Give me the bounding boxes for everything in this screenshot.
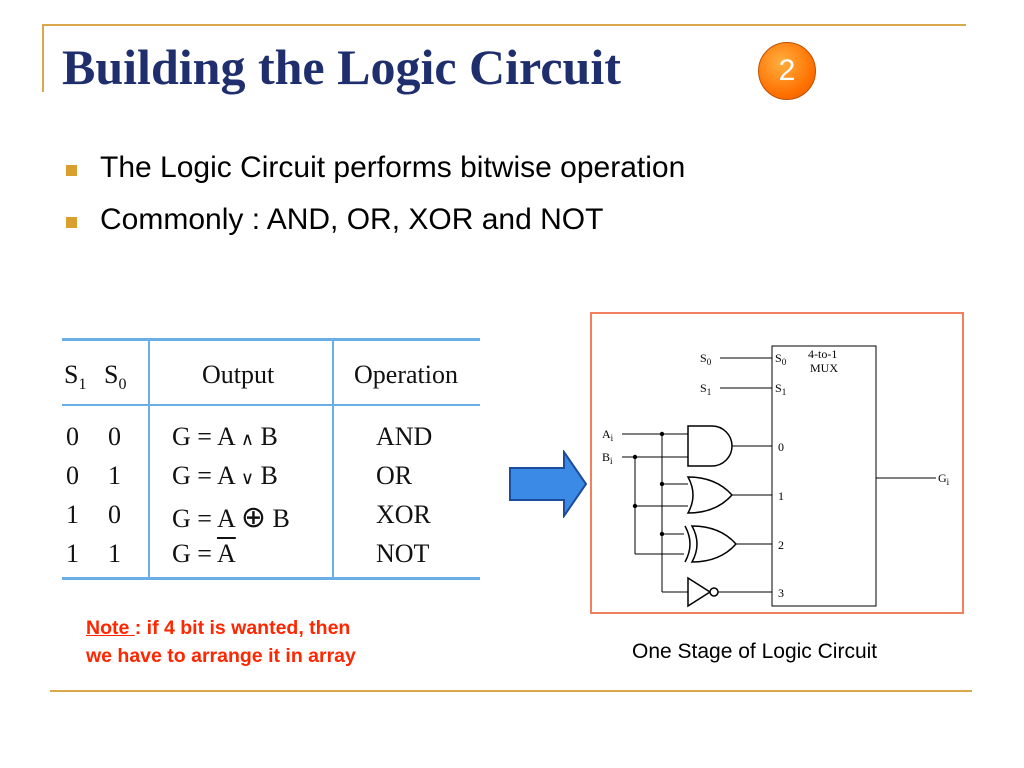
label-gi: Gi <box>938 471 950 487</box>
diagram-caption: One Stage of Logic Circuit <box>632 640 878 663</box>
table-header-rule <box>62 404 480 406</box>
note-label: Note <box>86 617 135 639</box>
slide-number-badge: 2 <box>758 42 816 100</box>
cell-s1: 1 <box>66 500 79 529</box>
label-in0: 0 <box>778 440 784 454</box>
header-s0: S0 <box>104 360 127 394</box>
header-output: Output <box>202 360 275 389</box>
table-bottom-rule <box>62 577 480 580</box>
cell-s1: 1 <box>66 539 79 568</box>
bottom-rule <box>50 690 972 692</box>
xor-gate-icon <box>690 525 738 563</box>
logic-circuit-diagram: S0 S1 S0 S1 4-to-1 MUX Ai Bi 0 1 2 3 Gi <box>590 312 964 614</box>
label-mux-s1: S1 <box>775 381 786 397</box>
bullet-item: The Logic Circuit performs bitwise opera… <box>62 148 685 200</box>
cell-output: G = A ∧ B <box>172 422 278 451</box>
square-bullet-icon <box>66 165 77 176</box>
label-bi: Bi <box>602 450 613 466</box>
note-text: Note : if 4 bit is wanted, then we have … <box>86 614 356 670</box>
note-line1: : if 4 bit is wanted, then <box>134 617 351 639</box>
label-s1-in: S1 <box>700 381 711 397</box>
top-rule <box>42 24 966 26</box>
not-gate-icon <box>687 576 712 608</box>
or-gate-icon <box>686 476 734 514</box>
slide-title: Building the Logic Circuit <box>62 39 621 95</box>
cell-output: G = A ⊕ B <box>172 501 290 534</box>
note-line2: we have to arrange it in array <box>86 645 356 667</box>
label-in2: 2 <box>778 538 784 552</box>
cell-operation: AND <box>376 422 433 451</box>
header-s1: S1 <box>64 360 87 394</box>
right-arrow-icon <box>509 450 588 518</box>
table-divider <box>148 338 150 580</box>
cell-s0: 1 <box>108 539 121 568</box>
a-complement: A <box>217 539 236 568</box>
label-in1: 1 <box>778 489 784 503</box>
cell-s0: 0 <box>108 500 121 529</box>
cell-s0: 1 <box>108 461 121 490</box>
label-mux-name: MUX <box>810 361 838 375</box>
cell-operation: NOT <box>376 539 430 568</box>
bullet-list: The Logic Circuit performs bitwise opera… <box>62 148 685 252</box>
table-divider <box>332 338 334 580</box>
cell-output: G = A <box>172 539 236 568</box>
cell-output: G = A ∨ B <box>172 461 278 490</box>
cell-s0: 0 <box>108 422 121 451</box>
left-rule <box>42 24 44 92</box>
label-in3: 3 <box>778 586 784 600</box>
square-bullet-icon <box>66 217 77 228</box>
label-s0-in: S0 <box>700 351 712 367</box>
cell-operation: XOR <box>376 500 431 529</box>
circuit-schematic: S0 S1 S0 S1 4-to-1 MUX Ai Bi 0 1 2 3 Gi <box>602 345 950 608</box>
function-table: S1 S0 Output Operation 0 0 G = A ∧ B AND… <box>50 338 480 580</box>
cell-operation: OR <box>376 461 413 490</box>
cell-s1: 0 <box>66 422 79 451</box>
label-mux-s0: S0 <box>775 351 787 367</box>
cell-s1: 0 <box>66 461 79 490</box>
bullet-item: Commonly : AND, OR, XOR and NOT <box>62 200 685 252</box>
and-gate-icon <box>687 425 733 467</box>
bullet-text: Commonly : AND, OR, XOR and NOT <box>100 203 604 236</box>
table-top-rule <box>62 338 480 341</box>
bullet-text: The Logic Circuit performs bitwise opera… <box>100 151 686 184</box>
label-mux-title: 4-to-1 <box>808 347 837 361</box>
mux-box <box>771 345 877 607</box>
label-ai: Ai <box>602 427 614 443</box>
header-operation: Operation <box>354 360 458 389</box>
